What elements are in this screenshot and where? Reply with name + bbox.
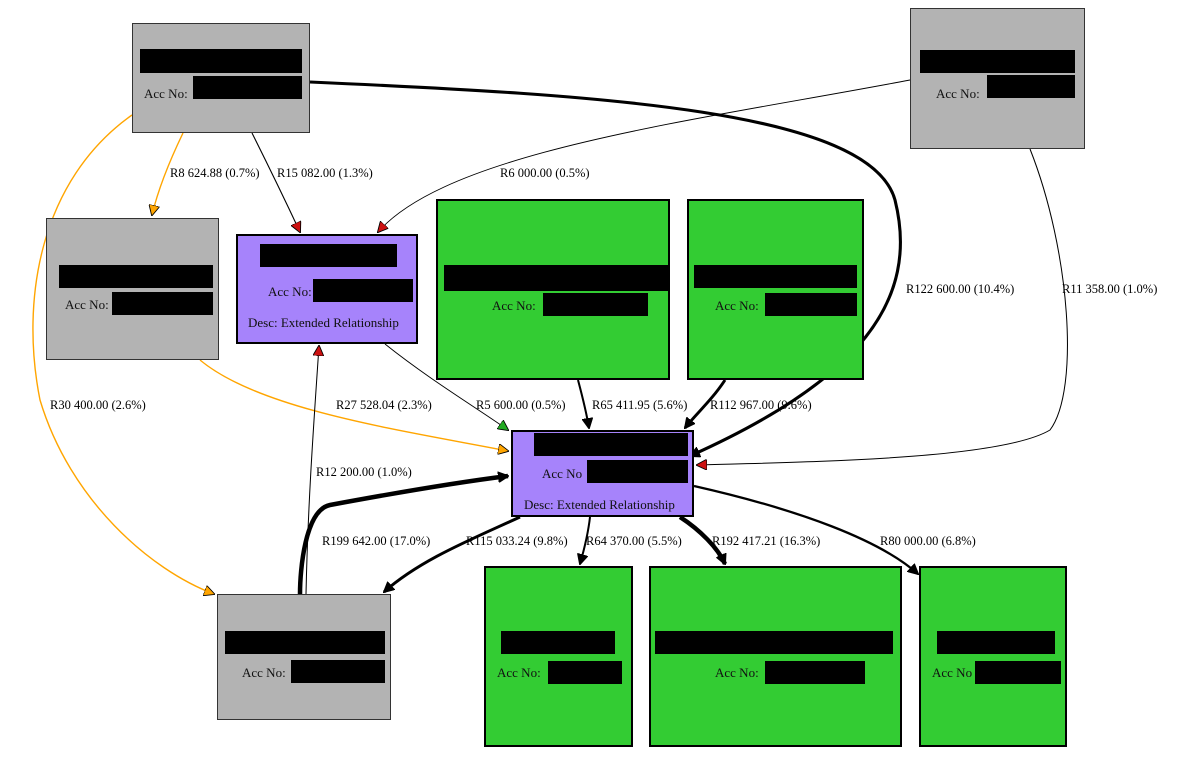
account-node[interactable]: Acc No: — [484, 566, 633, 747]
account-node[interactable]: Acc No: — [217, 594, 391, 720]
acc-no-value-redacted — [291, 660, 385, 683]
account-name-redacted — [140, 49, 302, 73]
account-node[interactable]: Acc No — [919, 566, 1067, 747]
acc-no-label: Acc No: — [268, 284, 312, 299]
acc-no-value-redacted — [765, 293, 857, 316]
acc-no-label: Acc No: — [242, 665, 286, 680]
edge-amount-label: R115 033.24 (9.8%) — [466, 534, 568, 548]
transfer-edge — [693, 484, 918, 574]
account-node[interactable]: Acc No Desc: Extended Relationship — [511, 430, 694, 517]
transfer-edge — [305, 346, 319, 595]
account-name-redacted — [920, 50, 1075, 73]
acc-no-label: Acc No: — [497, 665, 541, 680]
edge-amount-label: R65 411.95 (5.6%) — [592, 398, 687, 412]
acc-no-label: Acc No: — [715, 298, 759, 313]
acc-no-value-redacted — [548, 661, 622, 684]
account-node[interactable]: Acc No: — [436, 199, 670, 380]
edge-amount-label: R5 600.00 (0.5%) — [476, 398, 566, 412]
edge-amount-label: R30 400.00 (2.6%) — [50, 398, 146, 412]
edge-amount-label: R192 417.21 (16.3%) — [712, 534, 820, 548]
acc-no-label: Acc No — [542, 466, 583, 481]
transfer-edge — [580, 516, 591, 564]
edge-amount-label: R64 370.00 (5.5%) — [586, 534, 682, 548]
acc-no-label: Acc No — [932, 665, 973, 680]
account-node[interactable]: Acc No: Desc: Extended Relationship — [236, 234, 418, 344]
acc-no-label: Acc No: — [715, 665, 759, 680]
transfer-edge — [577, 379, 589, 428]
account-node[interactable]: Acc No: — [910, 8, 1085, 149]
account-name-redacted — [444, 265, 668, 291]
acc-no-label: Acc No: — [144, 86, 188, 101]
transfer-edge — [32, 114, 214, 594]
account-name-redacted — [534, 433, 688, 456]
edge-amount-label: R199 642.00 (17.0%) — [322, 534, 430, 548]
transfer-edge — [297, 476, 508, 595]
edge-amount-label: R8 624.88 (0.7%) — [170, 166, 260, 180]
acc-no-label: Acc No: — [65, 297, 109, 312]
acc-no-value-redacted — [987, 75, 1075, 98]
acc-no-value-redacted — [313, 279, 413, 302]
transfer-edge — [152, 132, 184, 215]
edge-amount-label: R12 200.00 (1.0%) — [316, 465, 412, 479]
acc-no-value-redacted — [112, 292, 213, 315]
account-name-redacted — [937, 631, 1055, 654]
acc-no-value-redacted — [587, 460, 688, 483]
acc-no-value-redacted — [543, 293, 648, 316]
acc-no-value-redacted — [765, 661, 865, 684]
account-description: Desc: Extended Relationship — [524, 497, 675, 512]
account-name-redacted — [501, 631, 615, 654]
account-description: Desc: Extended Relationship — [248, 315, 399, 330]
edge-amount-label: R112 967.00 (9.6%) — [710, 398, 812, 412]
edge-amount-label: R15 082.00 (1.3%) — [277, 166, 373, 180]
account-name-redacted — [694, 265, 857, 288]
acc-no-value-redacted — [193, 76, 302, 99]
account-name-redacted — [655, 631, 893, 654]
transfer-edge — [697, 148, 1068, 465]
transfer-edge — [384, 515, 521, 592]
account-node[interactable]: Acc No: — [687, 199, 864, 380]
transfer-edge — [251, 132, 300, 232]
acc-no-label: Acc No: — [492, 298, 536, 313]
account-node[interactable]: Acc No: — [649, 566, 902, 747]
edge-amount-label: R6 000.00 (0.5%) — [500, 166, 590, 180]
transfer-edge — [378, 79, 911, 232]
transfer-edge — [685, 379, 727, 428]
account-node[interactable]: Acc No: — [46, 218, 219, 360]
account-name-redacted — [59, 265, 213, 288]
account-node[interactable]: Acc No: — [132, 23, 310, 133]
acc-no-value-redacted — [975, 661, 1061, 684]
edge-amount-label: R11 358.00 (1.0%) — [1062, 282, 1157, 296]
transfer-edge — [678, 515, 728, 564]
edge-amount-label: R27 528.04 (2.3%) — [336, 398, 432, 412]
acc-no-label: Acc No: — [936, 86, 980, 101]
edge-amount-label: R80 000.00 (6.8%) — [880, 534, 976, 548]
account-name-redacted — [225, 631, 385, 654]
edge-amount-label: R122 600.00 (10.4%) — [906, 282, 1014, 296]
transfer-edge — [199, 359, 508, 451]
account-name-redacted — [260, 244, 397, 267]
transfer-edge — [384, 343, 508, 430]
